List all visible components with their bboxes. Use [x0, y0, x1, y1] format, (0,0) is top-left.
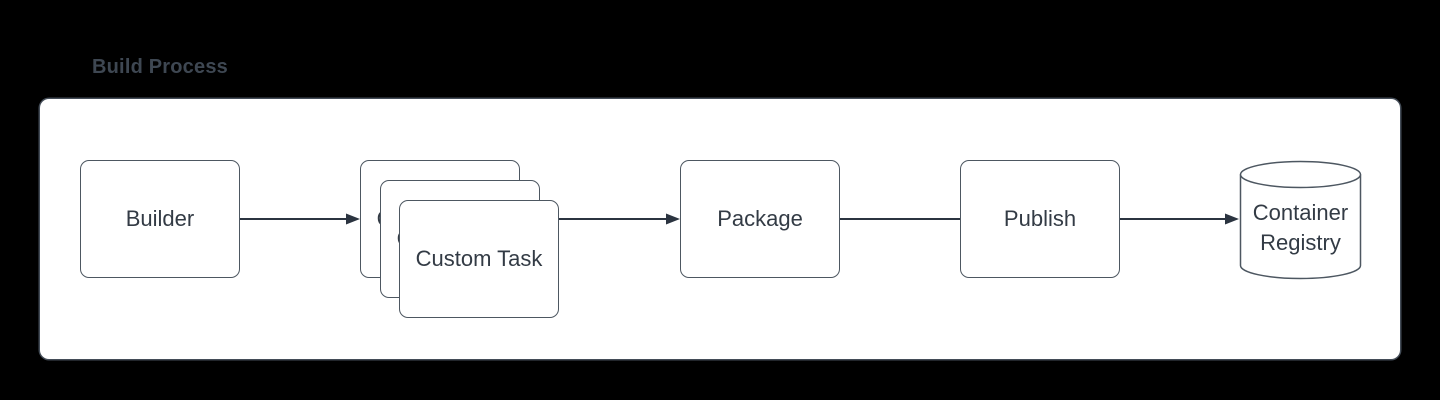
cylinder-shape-icon [1239, 160, 1362, 280]
node-custom-task-label: Custom Task [415, 246, 543, 271]
node-container-registry-label: Container Registry [1252, 200, 1349, 255]
node-container-registry[interactable]: Container Registry [1239, 160, 1362, 280]
node-builder-label: Builder [125, 206, 195, 231]
page-title: Build Process [92, 56, 228, 78]
node-package[interactable]: Package [680, 160, 840, 278]
node-package-label: Package [717, 206, 803, 231]
node-publish-label: Publish [1003, 206, 1077, 231]
node-custom-task[interactable]: Custom Task [399, 200, 559, 318]
node-publish[interactable]: Publish [960, 160, 1120, 278]
arrow-builder-to-custom-task[interactable] [240, 213, 360, 225]
diagram-panel: Builder Custom Task Custom Task Custom T… [40, 99, 1400, 359]
node-builder[interactable]: Builder [80, 160, 240, 278]
arrow-publish-to-container-registry[interactable] [1120, 213, 1239, 225]
